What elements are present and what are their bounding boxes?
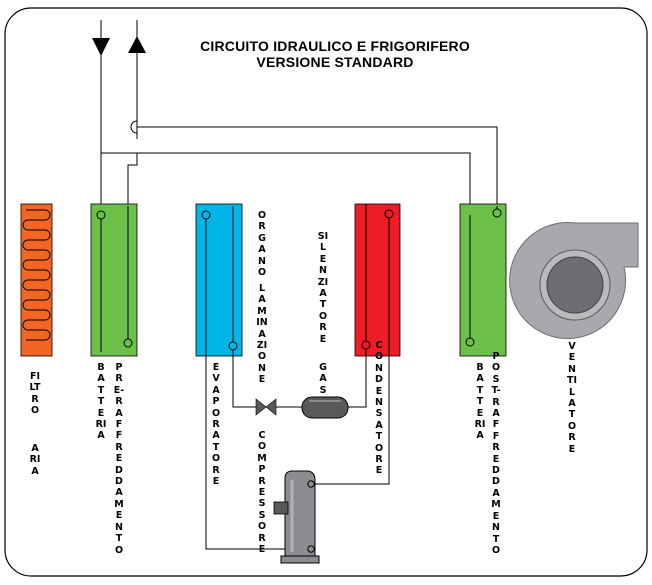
line-compressor-to-condenser [314, 356, 390, 485]
label-evaporatore: EVAPORATORE [211, 362, 221, 488]
line-evap-to-valve [232, 350, 258, 408]
compressor-suction-port [307, 545, 315, 553]
valve-right-triangle [265, 398, 277, 416]
compressor-base [280, 555, 320, 564]
label-batteria-post: BATTERIA [474, 362, 486, 442]
post-coil-port-bottom [465, 337, 475, 347]
fan-hub [546, 256, 604, 314]
label-ventilatore: VENTILATORE [566, 341, 577, 455]
diagram-frame [4, 7, 648, 577]
label-batteria-pre: BATTERIA [95, 362, 107, 442]
label-compressore: COMPRESSORE [257, 430, 267, 556]
air-filter [20, 203, 53, 357]
compressor-discharge-port [307, 480, 315, 488]
evaporator-port-top [201, 210, 211, 220]
condenser-port-bottom [361, 340, 371, 350]
label-pre-raffreddamento: PRE-RAFFREDDAMENTO [113, 362, 125, 556]
label-filtro: FILTRO [29, 371, 41, 417]
compressor-terminal-box [273, 501, 289, 515]
condenser-body [354, 203, 401, 357]
centrifugal-fan-icon [509, 222, 639, 340]
diagram-title: CIRCUITO IDRAULICO E FRIGORIFERO [200, 38, 470, 54]
air-filter-pleats [22, 209, 51, 341]
evaporator-port-bottom [228, 341, 238, 351]
label-silenziatore: SILENZIATORE [317, 231, 329, 345]
condenser-tube [365, 204, 390, 356]
pipe-arrow-in [92, 38, 110, 56]
line-silencer-to-condenser [347, 349, 367, 408]
evaporator-tube [205, 206, 234, 356]
condenser [354, 203, 401, 357]
post-cooling-coil [459, 203, 507, 357]
pipe-supply-crossover [101, 152, 471, 215]
diagram-subtitle: VERSIONE STANDARD [256, 54, 414, 70]
label-gas: GAS [319, 362, 327, 396]
refrigerant-lines [205, 349, 390, 550]
pre-cooling-coil-tube [100, 206, 129, 352]
label-laminazione: LAMINAZIONE [256, 283, 268, 386]
evaporator [195, 203, 243, 357]
pre-coil-outlet-port [123, 338, 133, 348]
valve-left-triangle [255, 398, 267, 416]
compressor-icon [273, 470, 320, 564]
label-post-raffreddamento: POST-RAFFREDDAMENTO [491, 351, 501, 556]
arrow-down-icon [92, 38, 110, 56]
expansion-valve-icon [255, 398, 277, 416]
label-organo: ORGANO [257, 210, 267, 279]
label-condensatore: CONDENSATORE [374, 340, 384, 477]
line-evap-to-compressor [205, 356, 308, 550]
arrow-up-icon [128, 36, 146, 53]
pipe-arrow-out [128, 36, 146, 53]
evaporator-body [195, 203, 243, 357]
condenser-port-top [384, 209, 394, 219]
pipe-return-hop [130, 120, 138, 139]
post-cooling-coil-body [459, 203, 507, 357]
label-aria: ARIA [29, 443, 41, 477]
post-coil-port-top [492, 208, 502, 218]
gas-silencer-icon [301, 396, 349, 419]
pre-coil-inlet-port [96, 210, 106, 220]
silencer-body [301, 396, 349, 419]
pre-cooling-coil [90, 203, 138, 357]
pre-cooling-coil-body [90, 203, 138, 357]
